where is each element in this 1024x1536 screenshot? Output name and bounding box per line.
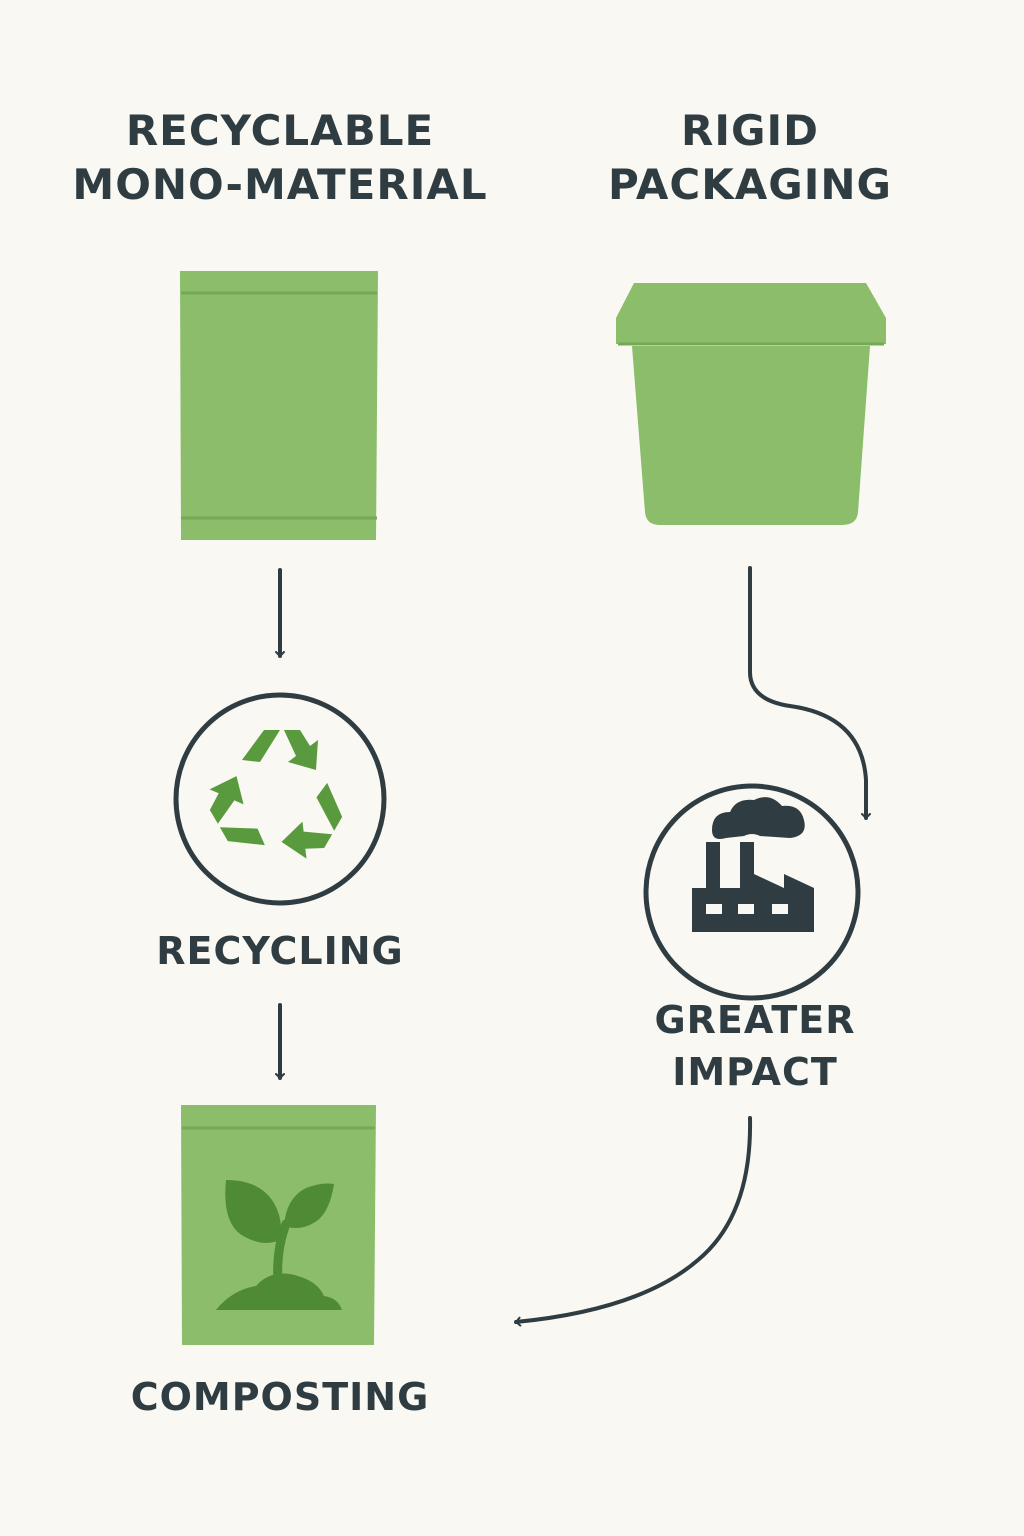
compost-bag-icon xyxy=(181,1105,376,1345)
arrow-tub-to-impact xyxy=(748,566,871,820)
label-impact-line2: IMPACT xyxy=(672,1050,838,1094)
label-recycling: RECYCLING xyxy=(156,929,404,973)
title-rigid-packaging: RIGID PACKAGING xyxy=(560,104,940,212)
title-recyclable-mono-material: RECYCLABLE MONO-MATERIAL xyxy=(40,104,520,212)
arrow-impact-to-composting xyxy=(514,1116,753,1327)
label-impact-line1: GREATER xyxy=(654,998,856,1042)
label-greater-impact: GREATER IMPACT xyxy=(600,994,910,1098)
title-right-line2: PACKAGING xyxy=(607,160,893,209)
title-left-line1: RECYCLABLE xyxy=(125,106,435,155)
pouch-icon xyxy=(180,271,378,540)
label-composting: COMPOSTING xyxy=(130,1375,430,1419)
title-right-line1: RIGID xyxy=(681,106,819,155)
rigid-tub-icon xyxy=(616,283,886,525)
factory-icon xyxy=(643,783,861,1001)
title-left-line2: MONO-MATERIAL xyxy=(72,160,488,209)
recycle-icon xyxy=(173,692,387,906)
